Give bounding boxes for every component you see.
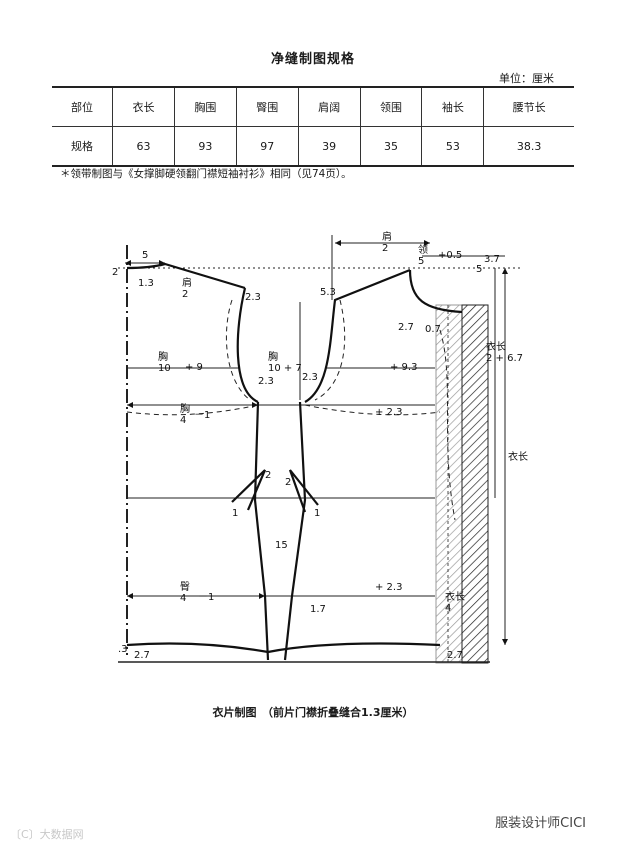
- dim-label-point-3: .3: [118, 644, 128, 655]
- dim-label-1-b: 1: [314, 508, 320, 519]
- dim-label-minus-1: －1: [194, 410, 210, 421]
- dim-label-plus-9: + 9: [185, 362, 203, 373]
- unit-label: 单位：厘米: [499, 72, 554, 85]
- dim-label-yichang: 衣长: [508, 450, 528, 463]
- dim-label-2: 2: [112, 267, 118, 278]
- back-armhole-path: [236, 287, 259, 403]
- spec-table: 部位 衣长 胸围 臀围 肩阔 领围 袖长 腰节长 规格 63 93 97 39 …: [52, 86, 574, 167]
- table-cell: 38.3: [483, 126, 574, 167]
- dim-label-plus-2-3-b: + 2.3: [375, 582, 402, 593]
- dim-label-1-7: 1.7: [310, 604, 326, 615]
- page-title: 净缝制图规格: [270, 52, 355, 67]
- table-header-cell: 衣长: [112, 86, 175, 127]
- table-header-cell: 臀围: [235, 86, 299, 127]
- dim-label-2-3: 2.3: [245, 292, 261, 303]
- placket-strip: [435, 304, 463, 664]
- table-header-cell: 肩阔: [297, 86, 361, 127]
- dim-label-0-7: 0.7: [425, 324, 441, 335]
- table-cell: 93: [173, 126, 237, 167]
- table-header-cell: 腰节长: [483, 86, 574, 127]
- dim-label-2-dart-a: 2: [265, 470, 271, 481]
- dim-label-2-dart-b: 2: [285, 477, 291, 488]
- dim-label-plus-9-3: + 9.3: [390, 362, 417, 373]
- table-header-cell: 胸围: [173, 86, 237, 127]
- dim-label-2-7-b: 2.7: [134, 650, 150, 661]
- dim-label-5-3: 5.3: [320, 287, 336, 298]
- back-shoulder-path: [126, 262, 246, 290]
- watermark-right: 服装设计师CICI: [495, 816, 586, 831]
- table-cell: 规格: [52, 126, 113, 167]
- hem-curve: [126, 642, 441, 654]
- table-header-cell: 领围: [359, 86, 422, 127]
- dim-label-minus-1-b: －1: [198, 592, 214, 603]
- dim-label-plus-0-5: +0.5: [438, 250, 462, 261]
- dart-path: [231, 469, 267, 511]
- table-cell: 97: [235, 126, 299, 167]
- table-header-row: 部位 衣长 胸围 臀围 肩阔 领围 袖长 腰节长: [52, 86, 574, 127]
- placket-hatched: [461, 304, 489, 664]
- arrow-marks: [125, 240, 508, 645]
- table-header-cell: 袖长: [421, 86, 484, 127]
- dart-path: [288, 469, 319, 513]
- table-header-cell: 部位: [52, 86, 113, 127]
- dim-label-15: 15: [275, 540, 288, 551]
- dim-label-2-7-c: 2.7: [447, 650, 463, 661]
- dim-label-2-7: 2.7: [398, 322, 414, 333]
- watermark-left: 〔C〕大数据网: [10, 828, 84, 841]
- table-cell: 63: [112, 126, 175, 167]
- outline-paths: [126, 262, 463, 661]
- dim-label-1-a: 1: [232, 508, 238, 519]
- dim-label-3-7: 3.7: [484, 254, 500, 265]
- front-neck-path: [408, 269, 463, 314]
- figure-caption: 衣片制图 （前片门襟折叠缝合1.3厘米）: [212, 706, 414, 719]
- dim-label-1-3: 1.3: [138, 278, 154, 289]
- front-armhole-path: [304, 268, 411, 403]
- front-side-seam: [283, 401, 307, 661]
- dim-label-2-3-b: 2.3: [258, 376, 274, 387]
- dim-label-2-3-c: 2.3: [302, 372, 318, 383]
- back-side-seam: [253, 401, 270, 661]
- dim-label-5-b: 5: [476, 264, 482, 275]
- dim-label-5: 5: [142, 250, 148, 261]
- table-cell: 39: [297, 126, 361, 167]
- dim-label-plus-2-3: + 2.3: [375, 407, 402, 418]
- frame-lines: [118, 235, 520, 663]
- table-cell: 53: [421, 126, 484, 167]
- dashed-curves: [126, 299, 456, 521]
- footnote: ＊领带制图与《女撑脚硬领翻门襟短袖衬衫》相同（见74页）。: [60, 168, 352, 180]
- table-row: 规格 63 93 97 39 35 53 38.3: [52, 126, 574, 167]
- table-cell: 35: [359, 126, 422, 167]
